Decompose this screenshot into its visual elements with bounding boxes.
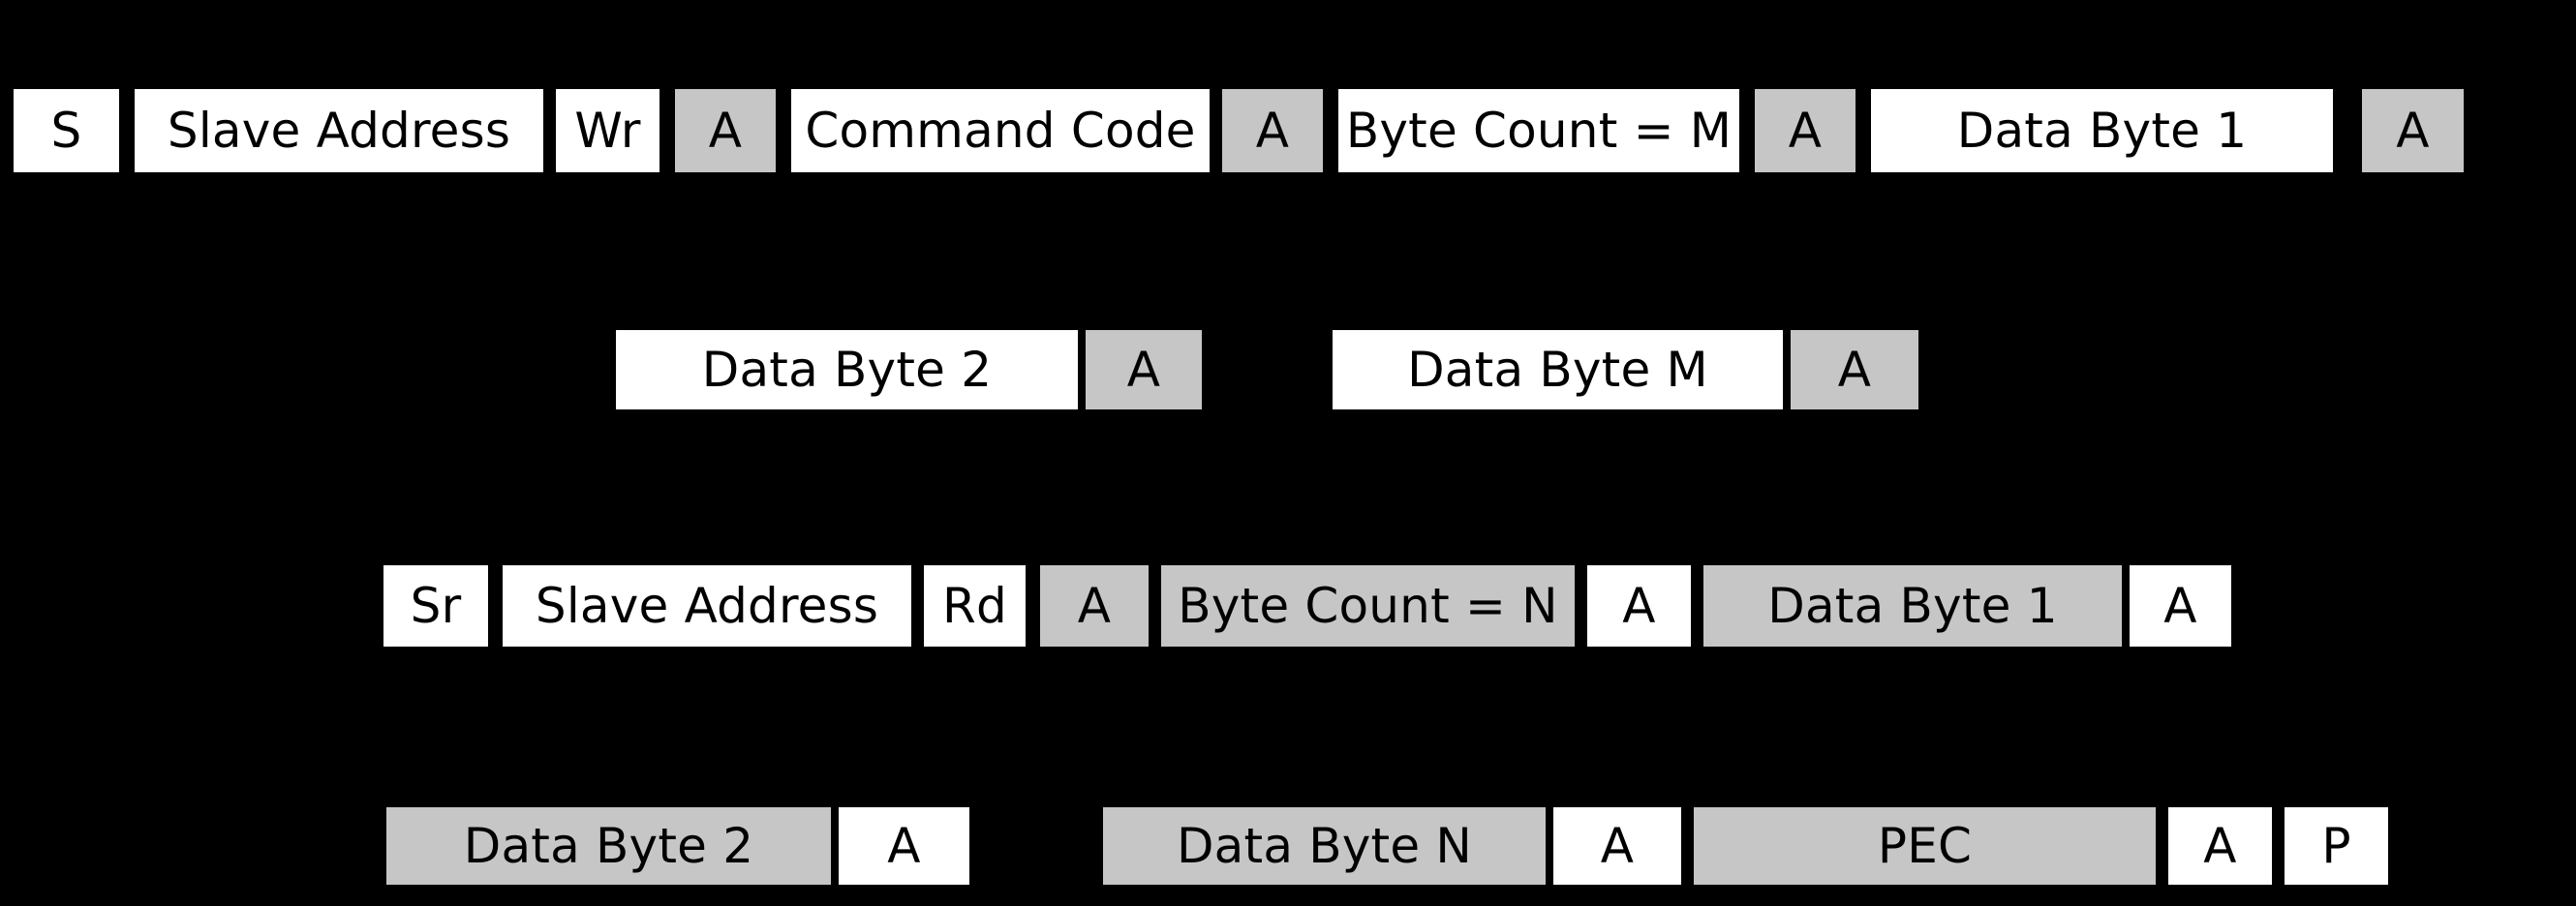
frame-field-repeated-start-condition: Sr — [380, 561, 492, 650]
frame-field-acknowledge: A — [1549, 803, 1685, 889]
frame-field-acknowledge: A — [671, 85, 780, 176]
frame-field-data-byte-n: Data Byte N — [1099, 803, 1549, 889]
frame-field-data-byte-2: Data Byte 2 — [612, 326, 1082, 413]
frame-field-read-bit: Rd — [920, 561, 1029, 650]
frame-field-acknowledge: A — [1036, 561, 1152, 650]
frame-field-acknowledge: A — [1787, 326, 1922, 413]
frame-field-slave-address: Slave Address — [499, 561, 915, 650]
frame-field-packet-error-code: PEC — [1690, 803, 2160, 889]
frame-field-acknowledge: A — [2358, 85, 2468, 176]
frame-field-acknowledge: A — [1583, 561, 1695, 650]
frame-field-acknowledge: A — [1751, 85, 1859, 176]
frame-field-byte-count-m: Byte Count = M — [1334, 85, 1743, 176]
frame-field-data-byte-2: Data Byte 2 — [383, 803, 835, 889]
frame-field-data-byte-m: Data Byte M — [1329, 326, 1787, 413]
frame-field-acknowledge: A — [2126, 561, 2235, 650]
frame-field-slave-address: Slave Address — [131, 85, 547, 176]
frame-field-acknowledge: A — [2164, 803, 2276, 889]
frame-field-acknowledge: A — [1082, 326, 1206, 413]
frame-field-write-bit: Wr — [552, 85, 663, 176]
frame-field-acknowledge: A — [1218, 85, 1327, 176]
frame-field-acknowledge: A — [835, 803, 973, 889]
frame-field-data-byte-1: Data Byte 1 — [1700, 561, 2126, 650]
frame-field-stop-condition: P — [2281, 803, 2392, 889]
frame-field-data-byte-1: Data Byte 1 — [1867, 85, 2337, 176]
frame-field-start-condition: S — [10, 85, 123, 176]
frame-field-byte-count-n: Byte Count = N — [1157, 561, 1579, 650]
frame-field-command-code: Command Code — [787, 85, 1213, 176]
